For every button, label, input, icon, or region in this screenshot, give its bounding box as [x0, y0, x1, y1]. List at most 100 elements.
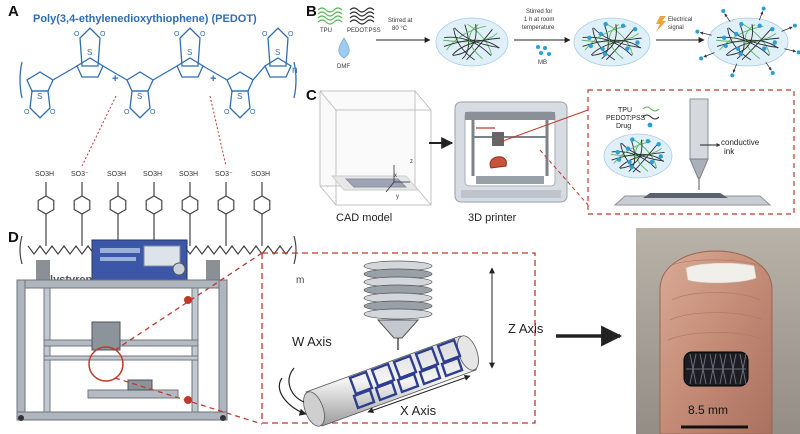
dmf-drop-icon — [338, 37, 350, 59]
panel-letter-d: D — [8, 229, 19, 246]
step3-line1: Electrical — [668, 17, 692, 23]
cad-model-label: CAD model — [336, 212, 392, 224]
drug-particle — [632, 26, 638, 32]
axis-y-label: y — [396, 194, 399, 200]
axis-x-label: x — [394, 173, 397, 179]
legend-drug: Drug — [616, 123, 631, 130]
polymer-chain — [454, 27, 500, 49]
pss-bracket-left — [19, 235, 23, 265]
drug-particle — [658, 154, 663, 159]
cad-model-cube — [319, 90, 432, 206]
printer-label: 3D printer — [468, 212, 517, 224]
polymer-chain — [452, 24, 477, 56]
drug-release-blend — [695, 6, 800, 78]
ink-label-line1: conductive — [721, 138, 760, 147]
tpu-wave-icon — [317, 7, 343, 25]
sulfur-atom: S — [37, 92, 42, 101]
scaffold-cell — [414, 346, 440, 372]
oxygen-atom: O — [24, 109, 30, 116]
step1-line2: 80 °C — [392, 26, 408, 32]
polymer-chain — [593, 27, 641, 49]
w-axis-arrow — [278, 377, 307, 416]
panel-d-rotary-printing: W Axis Z Axis X Axis 8.5 mm — [16, 228, 800, 434]
released-drug — [695, 29, 700, 34]
ring-link — [152, 65, 178, 81]
bracket-left — [19, 61, 23, 99]
polymer-chain — [467, 23, 493, 56]
sulfur-atom: S — [237, 92, 242, 101]
zoom-line-bottom — [114, 377, 263, 425]
thiophene-ring: S O O — [24, 65, 78, 119]
drug-particle — [587, 35, 592, 41]
benzene-ring — [253, 195, 271, 215]
ink-label-line2: ink — [724, 147, 735, 156]
legend-tpu: TPU — [618, 107, 632, 114]
lightning-icon — [656, 16, 666, 32]
z-axis-label: Z Axis — [508, 321, 544, 336]
oxygen-atom: O — [100, 31, 106, 38]
drug-particle — [635, 40, 640, 45]
ink-composition-blend — [603, 133, 673, 179]
panel-letter-c: C — [306, 87, 317, 104]
polymer-chain — [453, 28, 475, 61]
oxygen-atom: O — [288, 31, 294, 38]
polymer-chain — [633, 139, 658, 169]
x-axis-label: X Axis — [400, 403, 437, 418]
oxygen-atom: O — [250, 109, 256, 116]
drug-particle — [602, 51, 608, 57]
nozzle-highlight-circle — [88, 346, 124, 382]
panel-letter-b: B — [306, 3, 317, 20]
legend-tpu-swatch — [642, 106, 660, 112]
release-arrow — [758, 11, 764, 21]
released-drug — [730, 73, 735, 78]
legend-pedotpss: PEDOT:PSS — [606, 115, 646, 122]
mb-particles-icon — [536, 45, 551, 56]
sulfonic-acid-label: SO3H — [143, 171, 162, 178]
drug-particle — [762, 46, 767, 51]
scaffold-cell — [436, 338, 462, 364]
oxygen-atom: O — [50, 109, 56, 116]
drug-particle — [656, 142, 661, 147]
release-arrow — [703, 52, 715, 58]
panel-letter-a: A — [8, 3, 19, 20]
benzene-ring — [145, 195, 163, 215]
drug-particle — [625, 46, 630, 51]
pss-repeat-m: m — [296, 275, 304, 286]
axis-z-label: z — [410, 159, 413, 165]
polymer-chain — [601, 24, 609, 60]
finger-photo — [636, 228, 800, 434]
dmf-label: DMF — [337, 64, 350, 70]
drug-particle — [734, 31, 739, 37]
release-arrow — [765, 61, 772, 71]
step3-line2: signal — [668, 25, 684, 31]
release-arrow — [724, 13, 731, 23]
ink-zoom-box — [587, 89, 795, 215]
polymer-chain — [741, 29, 772, 61]
polymer-chain — [727, 28, 752, 61]
nozzle-icon — [613, 98, 772, 206]
ionic-link — [81, 95, 117, 167]
drug-particle — [772, 40, 777, 45]
pedotpss-wave-icon — [349, 7, 375, 25]
oxygen-atom: O — [174, 31, 180, 38]
release-arrow — [732, 63, 738, 73]
printer-zoom-line — [499, 109, 589, 143]
sulfur-atom: S — [87, 48, 92, 57]
released-drug — [721, 9, 726, 14]
tpu-label: TPU — [320, 28, 332, 34]
ionic-link — [209, 95, 227, 167]
drug-particle — [645, 138, 651, 144]
drug-particle — [588, 43, 594, 49]
positive-charge: + — [112, 73, 118, 85]
polymer-chain — [443, 39, 500, 49]
polymer-chain — [581, 32, 639, 43]
step2-line1: Stirred for — [526, 9, 552, 15]
polymer-chain — [610, 147, 663, 157]
drug-particle — [603, 21, 608, 27]
polymer-chain — [582, 39, 641, 49]
